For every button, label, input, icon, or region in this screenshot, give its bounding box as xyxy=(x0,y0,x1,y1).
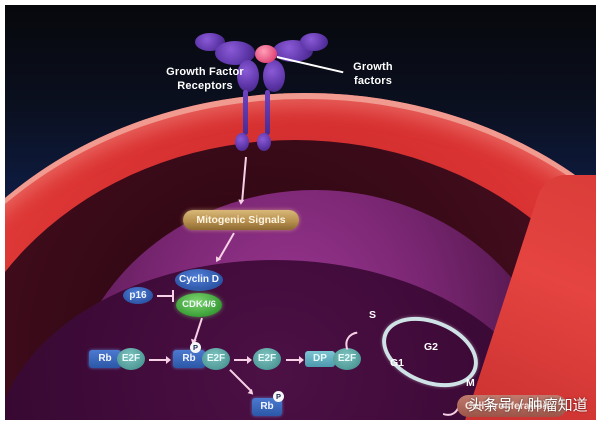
arrow-e2f-to-dp xyxy=(286,356,304,364)
watermark-text: 头条号 / 肿瘤知道 xyxy=(468,396,588,414)
phosphate-badge-2: P xyxy=(273,391,284,402)
receptors-label: Growth Factor Receptors xyxy=(150,65,260,93)
e2f-node-2: E2F xyxy=(202,348,230,370)
phase-s-label: S xyxy=(369,309,377,321)
receptors-label-line1: Growth Factor xyxy=(166,66,244,78)
rb-node-free: Rb xyxy=(252,398,282,416)
rb-node-2: Rb xyxy=(173,350,205,368)
growth-factors-label: Growth factors xyxy=(343,60,403,88)
growth-factor-pointer xyxy=(276,56,344,73)
cyclin-d-node: Cyclin D xyxy=(175,269,223,291)
e2f-node-3: E2F xyxy=(253,348,281,370)
e2f-node-4: E2F xyxy=(333,348,361,370)
cdk46-node: CDK4/6 xyxy=(176,293,222,317)
cell-proliferation-pill: Cell Proliferation xyxy=(457,395,567,417)
growth-factors-label-line1: Growth xyxy=(353,61,393,73)
diagram-canvas: Growth Factor Receptors Growth factors M… xyxy=(5,5,596,420)
phase-m-label: M xyxy=(466,377,475,389)
p16-inhibition-bar xyxy=(157,290,174,302)
arrow-rb-phosphorylation xyxy=(149,356,171,364)
rb-node-1: Rb xyxy=(89,350,121,368)
phase-g1-label: G1 xyxy=(390,357,405,369)
p16-node: p16 xyxy=(123,287,153,304)
growth-factors-label-line2: factors xyxy=(353,75,393,87)
phosphate-badge-1: P xyxy=(190,342,201,353)
growth-factor-molecule xyxy=(255,45,277,63)
dp-node: DP xyxy=(305,351,335,367)
mitogenic-signals-pill: Mitogenic Signals xyxy=(183,210,299,230)
e2f-node-1: E2F xyxy=(117,348,145,370)
arrow-release-e2f xyxy=(234,356,252,364)
phase-g2-label: G2 xyxy=(424,341,439,353)
receptors-label-line2: Receptors xyxy=(177,80,233,92)
